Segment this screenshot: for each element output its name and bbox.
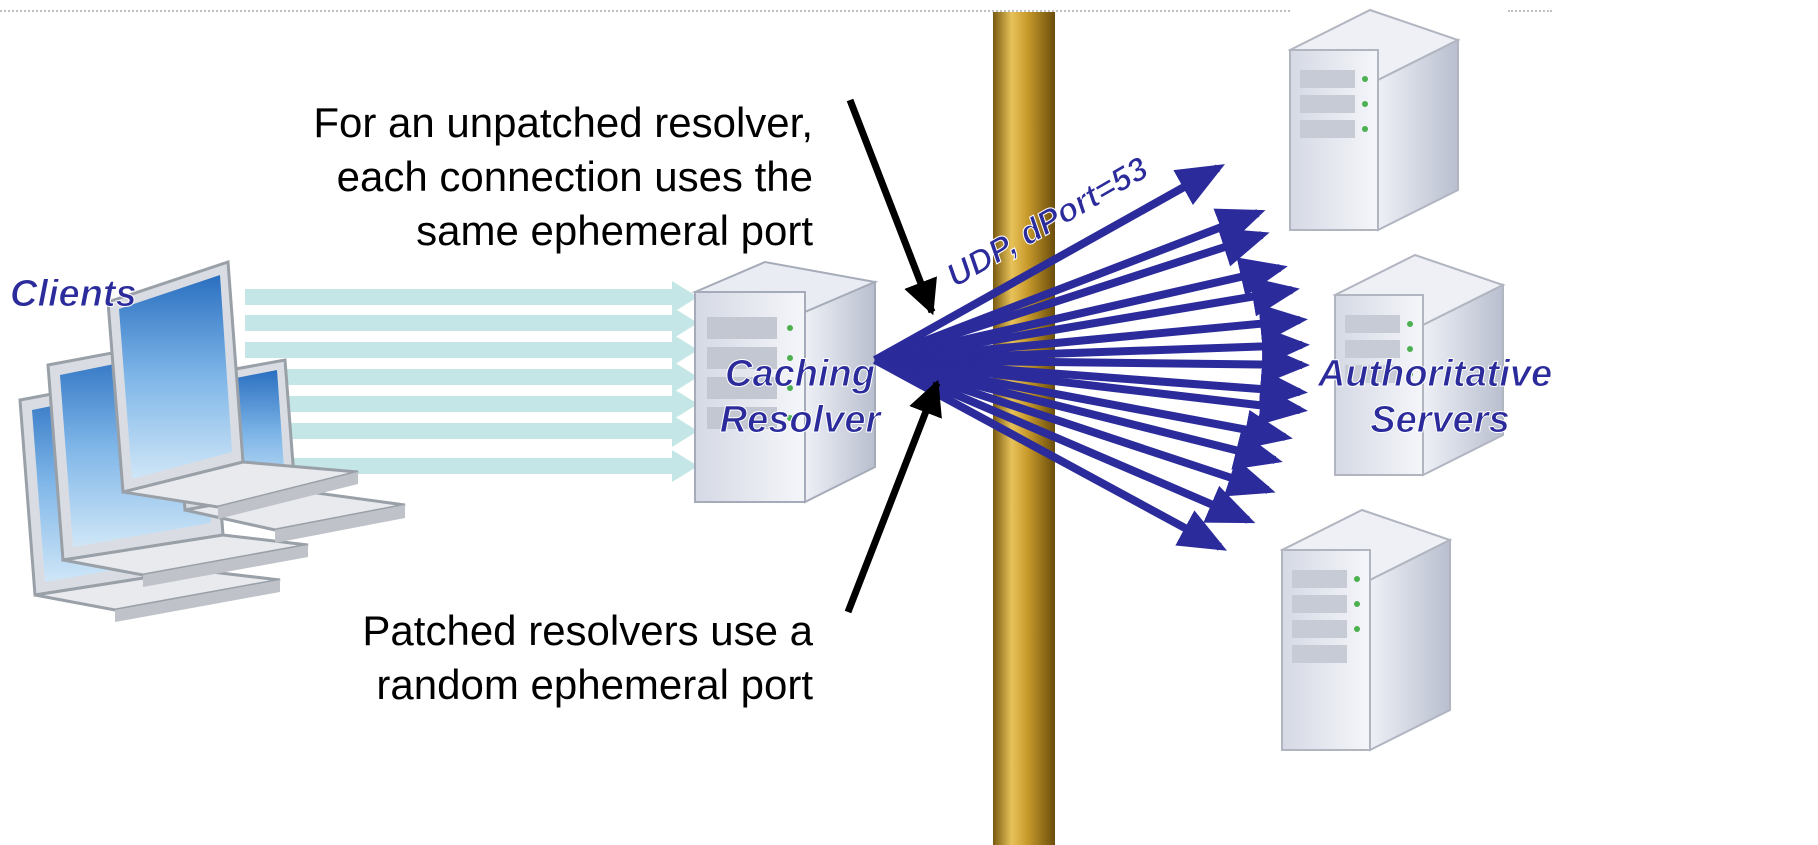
bottom-callout: Patched resolvers use a random ephemeral… bbox=[362, 604, 813, 712]
udp-query-arrow bbox=[873, 164, 1225, 364]
top-callout-line: same ephemeral port bbox=[416, 207, 813, 254]
client-query-arrowhead bbox=[672, 361, 698, 393]
top-divider-left bbox=[0, 10, 1290, 12]
server-tower-icon bbox=[1332, 253, 1506, 477]
udp-query-arrow bbox=[874, 356, 1293, 450]
servers-label-line2: Servers bbox=[1370, 399, 1509, 441]
resolver-label-line2: Resolver bbox=[720, 399, 883, 441]
top-callout-line: each connection uses the bbox=[336, 153, 813, 200]
client-query-arrowhead bbox=[672, 307, 698, 339]
top-divider-right bbox=[1508, 10, 1552, 12]
udp-query-arrows bbox=[873, 164, 1310, 551]
bottom-callout-line: random ephemeral port bbox=[376, 661, 813, 708]
bottom-callout-arrow bbox=[844, 379, 942, 614]
top-callout-arrow bbox=[846, 98, 937, 316]
client-arrows bbox=[245, 281, 698, 482]
client-query-arrowhead bbox=[672, 415, 698, 447]
server-tower-icon bbox=[1279, 508, 1453, 752]
udp-query-arrow bbox=[874, 276, 1300, 364]
clients-label: Clients bbox=[10, 273, 137, 315]
server-tower-icon bbox=[1287, 8, 1461, 232]
resolver-label-line1: Caching bbox=[725, 353, 875, 395]
laptop-icon bbox=[106, 259, 359, 519]
udp-query-arrow bbox=[874, 356, 1283, 470]
client-query-arrowhead bbox=[672, 281, 698, 313]
client-query-arrowhead bbox=[672, 334, 698, 366]
udp-query-arrow bbox=[874, 344, 1310, 385]
udp-query-arrow bbox=[874, 356, 1308, 426]
servers-label-line1: Authoritative bbox=[1317, 353, 1552, 395]
server-tower-icon bbox=[691, 260, 879, 504]
client-query-arrowhead bbox=[672, 388, 698, 420]
top-callout-line: For an unpatched resolver, bbox=[313, 99, 813, 146]
top-callout: For an unpatched resolver, each connecti… bbox=[313, 96, 813, 258]
client-query-arrowhead bbox=[672, 450, 698, 482]
bottom-callout-line: Patched resolvers use a bbox=[362, 607, 813, 654]
udp-query-arrow bbox=[874, 303, 1308, 364]
udp-query-arrow bbox=[873, 228, 1270, 364]
